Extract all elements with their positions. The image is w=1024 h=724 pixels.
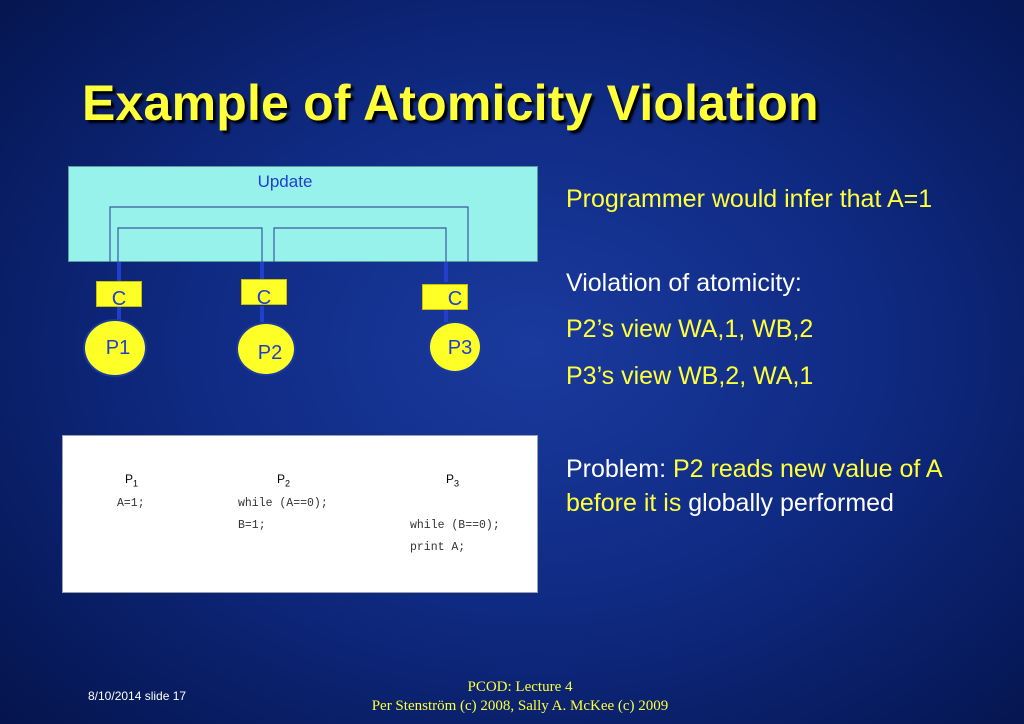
footer-date-slide: 8/10/2014 slide 17 xyxy=(88,689,187,703)
cache-2 xyxy=(241,279,287,305)
p3-code-line-2: print A; xyxy=(410,541,466,554)
processor-3-label: P3 xyxy=(447,337,473,359)
bullet-problem-prefix: Problem: xyxy=(566,455,673,483)
p1-code-line-1: A=1; xyxy=(117,497,145,510)
processor-1-label: P1 xyxy=(105,337,131,359)
bullet-p3-view: P3’s view WB,2, WA,1 xyxy=(566,362,814,390)
cache-3 xyxy=(422,284,468,310)
p2-code-line-1: while (A==0); xyxy=(238,497,328,510)
update-box xyxy=(68,166,538,262)
cache-1-label: C xyxy=(111,288,127,310)
bullet-p2-view: P2’s view WA,1, WB,2 xyxy=(566,315,814,343)
code-panel xyxy=(62,435,538,593)
cache-3-label: C xyxy=(447,288,463,310)
bullet-violation: Violation of atomicity: xyxy=(566,269,802,297)
footer-credits: PCOD: Lecture 4 Per Stenström (c) 2008, … xyxy=(320,678,720,716)
bullet-problem: Problem: P2 reads new value of A before … xyxy=(566,452,996,520)
cache-1 xyxy=(96,281,142,307)
processor-2-label: P2 xyxy=(257,342,283,364)
update-label: Update xyxy=(257,172,313,191)
p2-code-line-2: B=1; xyxy=(238,519,266,532)
bullet-infer: Programmer would infer that A=1 xyxy=(566,185,933,213)
code-header-p2: P2 xyxy=(277,472,291,489)
footer-authors: Per Stenström (c) 2008, Sally A. McKee (… xyxy=(371,698,669,714)
cache-2-label: C xyxy=(256,287,272,309)
processor-1 xyxy=(83,319,147,377)
bullet-problem-suffix: globally performed xyxy=(688,489,894,517)
bullet-problem-highlight: P2 reads new value of A before it is xyxy=(566,455,942,517)
code-header-p3: P3 xyxy=(446,472,460,489)
footer-course: PCOD: Lecture 4 xyxy=(467,679,573,695)
p3-code-line-1: while (B==0); xyxy=(410,519,500,532)
processor-3 xyxy=(428,321,482,373)
slide-title: Example of Atomicity Violation xyxy=(82,75,819,131)
code-header-p1: P1 xyxy=(125,472,139,489)
processor-2 xyxy=(236,322,296,376)
